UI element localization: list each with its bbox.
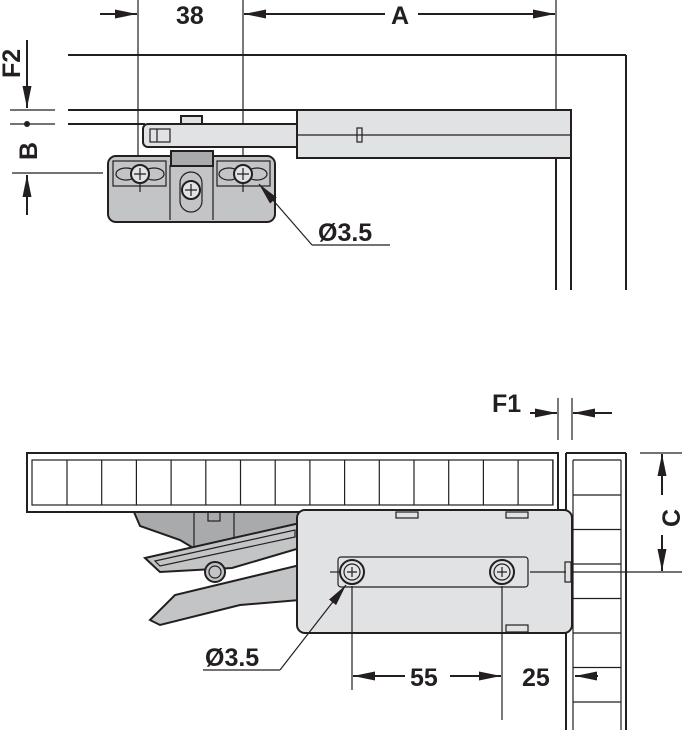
- side-panel: [565, 452, 627, 730]
- top-panel: [26, 452, 559, 513]
- side-view: F1 C 55 25 Ø3.5: [26, 390, 682, 730]
- top-view: 38 A F2 B Ø3.5: [0, 0, 627, 290]
- dimension-25-label: 25: [522, 664, 550, 692]
- screw-icon: [233, 164, 253, 192]
- reference-dot: [24, 121, 30, 127]
- dimension-55-label: 55: [410, 664, 438, 692]
- dimension-b-label: B: [15, 142, 43, 160]
- hole-diameter-label: Ø3.5: [318, 219, 372, 247]
- screw-icon: [489, 559, 515, 585]
- mounting-plate: [107, 150, 276, 223]
- dimension-f2-label: F2: [0, 49, 26, 78]
- housing: [296, 509, 573, 634]
- hole-diameter-label: Ø3.5: [205, 644, 259, 672]
- dimension-38-label: 38: [176, 2, 204, 30]
- dimension-c-label: C: [658, 509, 682, 527]
- leader-line: [279, 584, 347, 671]
- leader-line: [258, 183, 313, 246]
- lever: [132, 511, 301, 627]
- dimension-f1-label: F1: [492, 390, 521, 418]
- screw-icon: [339, 559, 365, 585]
- screw-icon: [130, 164, 150, 192]
- arm: [142, 109, 572, 159]
- dimension-a-label: A: [391, 2, 409, 30]
- screw-icon: [181, 180, 201, 200]
